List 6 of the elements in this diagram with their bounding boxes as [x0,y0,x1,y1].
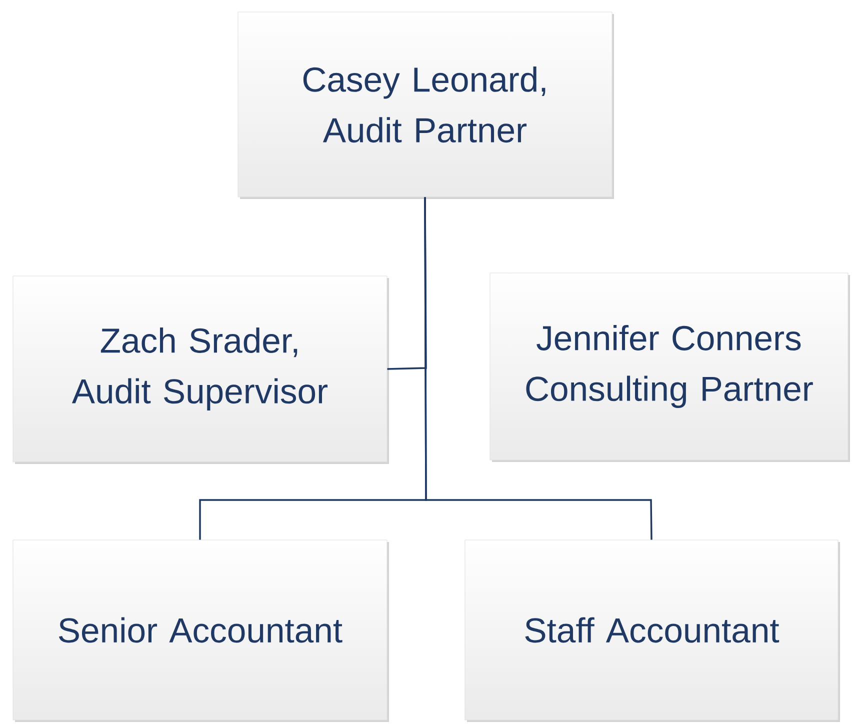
person-box: Staff Accountant [464,540,840,722]
connector-line [424,197,652,540]
person-box: Jennifer Conners Consulting Partner [490,272,850,462]
person-box: Casey Leonard, Audit Partner [238,12,614,200]
person-box: Zach Srader, Audit Supervisor [12,276,389,464]
person-box: Senior Accountant [12,540,389,722]
